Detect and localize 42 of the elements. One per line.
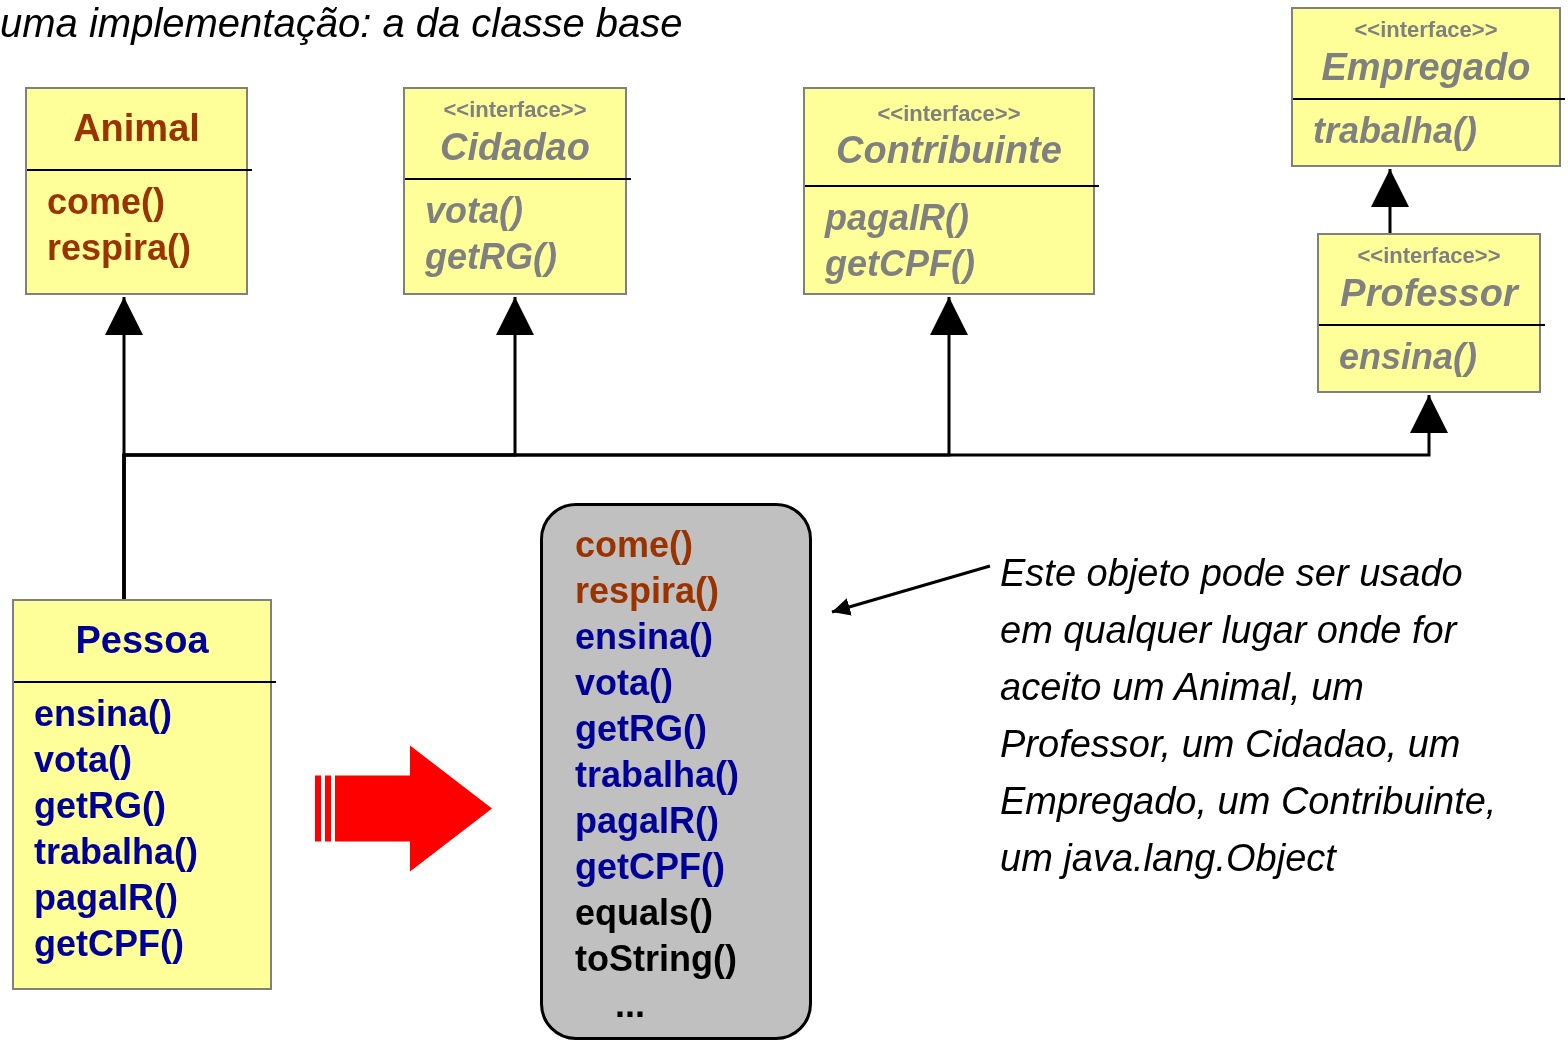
method-name: respira() (47, 226, 192, 270)
stereotype-label: <<interface>> (1354, 16, 1498, 44)
method-name: getRG() (425, 235, 557, 279)
method-name: vota() (575, 661, 674, 705)
class-name: Pessoa (75, 618, 209, 664)
method-name: ... (614, 983, 646, 1027)
method-name: vota() (425, 189, 524, 233)
method-name: getCPF() (34, 922, 185, 966)
method-name: trabalha() (1313, 109, 1478, 153)
class-name: Contribuinte (836, 128, 1062, 173)
method-name: getCPF() (575, 845, 726, 889)
method-name: come() (47, 180, 167, 224)
method-name: vota() (34, 738, 133, 782)
method-name: respira() (575, 569, 721, 613)
method-name: pagaIR() (825, 196, 970, 240)
object-box (540, 503, 812, 1040)
note-text: Este objeto pode ser usado em qualquer lugar onde for aceito um Animal, um Professor, um Cidadao, um Empregado, um Contribuinte, um java.lang.Object (1000, 551, 1498, 881)
method-name: ensina() (1339, 335, 1478, 379)
method-name: getRG() (575, 707, 708, 751)
inheritance-arrow (1371, 169, 1409, 233)
inheritance-arrow (122, 395, 1448, 599)
method-name: pagaIR() (34, 876, 179, 920)
block-arrow (315, 745, 492, 872)
method-name: ensina() (575, 615, 715, 659)
method-name: trabalha() (575, 753, 740, 797)
method-name: come() (575, 523, 695, 567)
stereotype-label: <<interface>> (1357, 242, 1501, 270)
class-name: Professor (1340, 270, 1518, 316)
heading-text: uma implementação: a da classe base (0, 0, 683, 46)
method-name: getCPF() (825, 242, 975, 286)
class-name: Cidadao (440, 124, 590, 170)
class-name: Animal (73, 106, 200, 152)
method-name: equals() (575, 891, 715, 935)
method-name: pagaIR() (575, 799, 720, 843)
method-name: ensina() (34, 692, 174, 736)
method-name: toString() (575, 937, 738, 981)
stereotype-label: <<interface>> (443, 96, 587, 124)
method-name: trabalha() (34, 830, 199, 874)
method-name: getRG() (34, 784, 167, 828)
pointer-arrow (831, 564, 991, 616)
class-name: Empregado (1321, 44, 1531, 90)
stereotype-label: <<interface>> (877, 99, 1021, 127)
